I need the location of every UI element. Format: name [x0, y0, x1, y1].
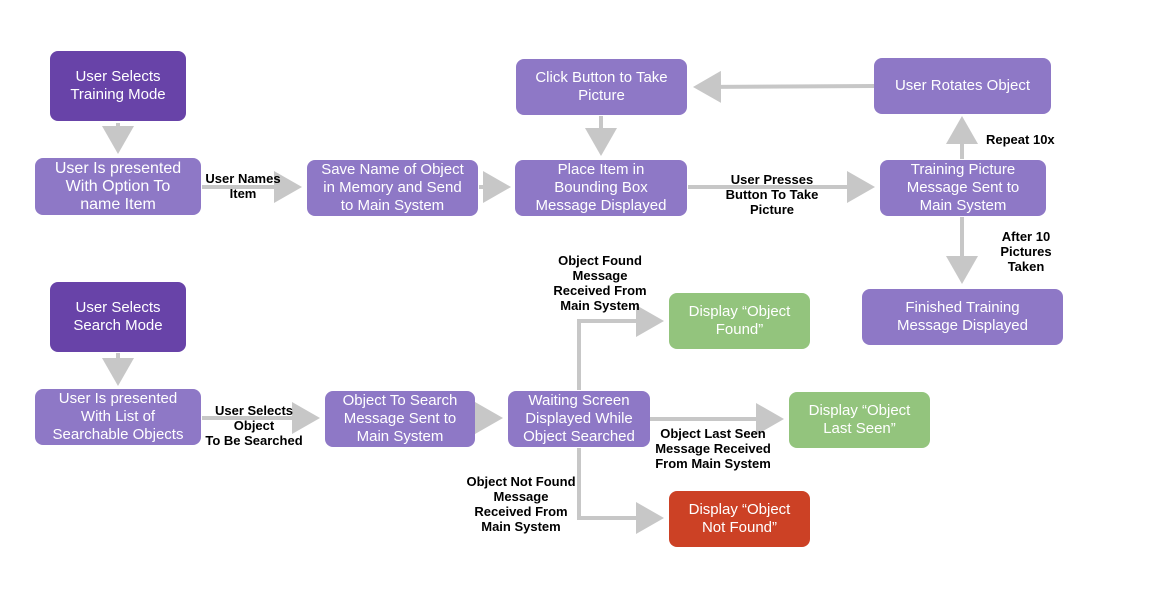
node-click-button-to-take-picture: Click Button to Take Picture	[516, 59, 687, 115]
label-object-not-found-message: Object Not Found Message Received From M…	[466, 474, 576, 534]
label-after-10-pictures: After 10 Pictures Taken	[1000, 229, 1052, 274]
node-save-name-of-object: Save Name of Object in Memory and Send t…	[307, 160, 478, 216]
label-user-presses-button: User Presses Button To Take Picture	[725, 172, 819, 217]
node-object-to-search-message: Object To Search Message Sent to Main Sy…	[325, 391, 475, 447]
node-user-rotates-object: User Rotates Object	[874, 58, 1051, 114]
node-user-presented-name-item: User Is presented With Option To name It…	[35, 158, 201, 215]
node-display-object-last-seen: Display “Object Last Seen”	[789, 392, 930, 448]
arrow-waiting-to-not-found	[577, 448, 664, 534]
label-user-names-item: User Names Item	[205, 171, 281, 201]
label-object-last-seen-message: Object Last Seen Message Received From M…	[655, 426, 771, 471]
node-display-object-not-found: Display “Object Not Found”	[669, 491, 810, 547]
node-display-object-found: Display “Object Found”	[669, 293, 810, 349]
node-finished-training-message: Finished Training Message Displayed	[862, 289, 1063, 345]
node-place-item-in-bounding-box: Place Item in Bounding Box Message Displ…	[515, 160, 687, 216]
label-user-selects-object: User Selects Object To Be Searched	[205, 403, 303, 448]
label-object-found-message: Object Found Message Received From Main …	[553, 253, 647, 313]
label-repeat-10x: Repeat 10x	[986, 132, 1055, 147]
arrow-rotate-object-to-click-button	[693, 70, 875, 103]
node-user-selects-training-mode: User Selects Training Mode	[50, 51, 186, 121]
node-user-selects-search-mode: User Selects Search Mode	[50, 282, 186, 352]
arrow-waiting-to-found	[577, 305, 664, 390]
node-training-picture-message: Training Picture Message Sent to Main Sy…	[880, 160, 1046, 216]
node-waiting-screen: Waiting Screen Displayed While Object Se…	[508, 391, 650, 447]
node-user-presented-searchable-list: User Is presented With List of Searchabl…	[35, 389, 201, 445]
